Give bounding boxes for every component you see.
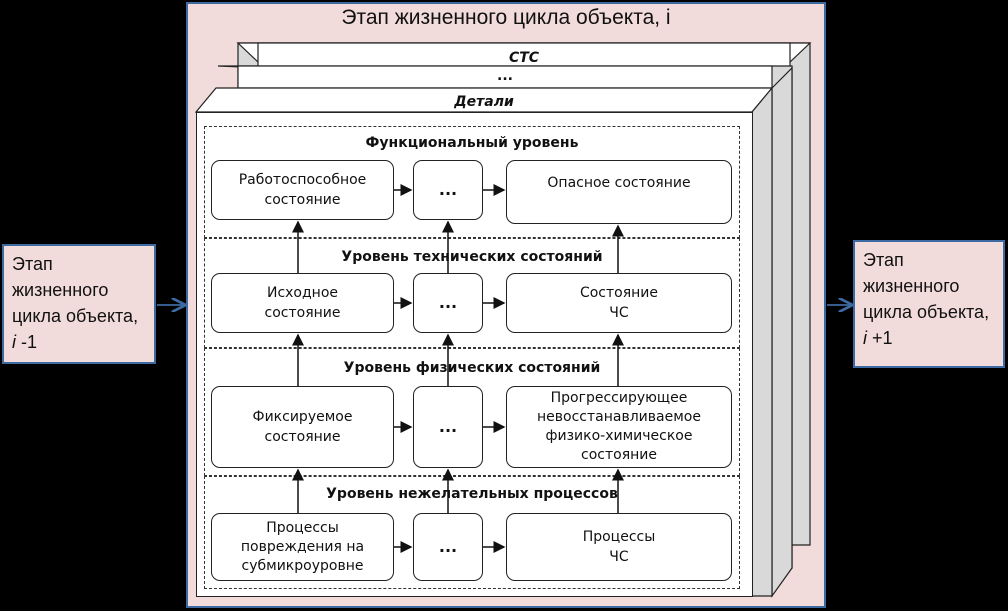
state-box-damage-processes: Процессы повреждения на субмикроуровне xyxy=(211,513,394,581)
layer-title-ellipsis: ... xyxy=(497,68,513,84)
next-stage-suffix: +1 xyxy=(867,328,893,348)
previous-stage-text: Этап жизненного цикла объекта, xyxy=(12,254,139,326)
next-stage-index: i xyxy=(863,328,867,348)
state-box-operable: Работоспособное состояние xyxy=(211,160,394,220)
stage-title: Этап жизненного цикла объекта, i xyxy=(341,6,671,29)
state-box-initial: Исходное состояние xyxy=(211,273,394,333)
state-box-recorded: Фиксируемое состояние xyxy=(211,386,394,468)
front-sheet-right xyxy=(751,86,773,597)
level-title-physical: Уровень физических состояний xyxy=(343,360,601,376)
layer-title-details: Детали xyxy=(454,94,514,110)
front-sheet-side xyxy=(771,66,793,598)
state-box-ellipsis: ... xyxy=(413,160,483,220)
level-section-processes xyxy=(204,476,740,589)
next-stage-text: Этап жизненного цикла объекта, xyxy=(863,250,990,322)
previous-stage-box: Этап жизненного цикла объекта, i -1 xyxy=(2,244,156,364)
state-box-emergency: Состояние ЧС xyxy=(506,273,732,333)
state-box-ellipsis: ... xyxy=(413,386,483,468)
state-box-emergency-processes: Процессы ЧС xyxy=(506,513,732,581)
layer-title-stc: СТС xyxy=(508,50,540,66)
level-title-functional: Функциональный уровень xyxy=(365,135,579,151)
previous-stage-index: i xyxy=(12,332,16,352)
previous-stage-suffix: -1 xyxy=(16,332,38,352)
level-section-technical xyxy=(204,238,740,348)
level-title-technical: Уровень технических состояний xyxy=(341,249,603,265)
state-box-dangerous: Опасное состояние xyxy=(506,160,732,224)
state-box-ellipsis: ... xyxy=(413,273,483,333)
level-section-physical xyxy=(204,348,740,476)
state-box-ellipsis: ... xyxy=(413,513,483,581)
level-title-processes: Уровень нежелательных процессов xyxy=(326,486,618,502)
level-section-functional xyxy=(204,126,740,238)
state-box-progressive: Прогрессирующее невосстанавливаемое физи… xyxy=(506,386,732,468)
next-stage-box: Этап жизненного цикла объекта, i +1 xyxy=(853,240,1005,368)
